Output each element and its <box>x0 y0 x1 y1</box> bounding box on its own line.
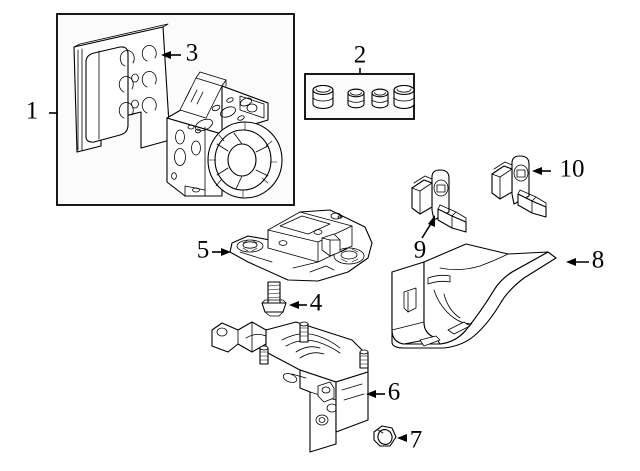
bracket-stud-2 <box>259 345 269 365</box>
callout-5-label: 5 <box>197 237 210 264</box>
callout-2-label: 2 <box>354 42 367 69</box>
callout-9-label: 9 <box>414 237 427 264</box>
main-mounting-bracket-part <box>211 321 369 453</box>
sensor-mount-bracket-left-part <box>411 169 467 233</box>
grommet-4 <box>393 84 415 110</box>
grommet-3 <box>371 88 389 109</box>
callout-7: 7 <box>397 427 422 454</box>
callout-6-label: 6 <box>388 379 401 406</box>
callout-4-label: 4 <box>310 290 323 317</box>
callout-3-label: 3 <box>186 40 199 67</box>
callout-10: 10 <box>532 156 585 183</box>
callout-5: 5 <box>197 237 231 264</box>
grommet-1 <box>312 84 334 110</box>
grommet-2 <box>347 88 365 109</box>
callout-2: 2 <box>354 42 367 74</box>
hex-nut-part <box>373 425 397 447</box>
callout-1: 1 <box>26 98 57 125</box>
callout-9: 9 <box>414 215 435 264</box>
callout-10-label: 10 <box>560 156 585 183</box>
bracket-stud-3 <box>359 349 369 369</box>
abs-control-module-part <box>73 23 171 153</box>
callout-8: 8 <box>566 247 604 274</box>
callout-8-label: 8 <box>592 247 605 274</box>
grommet-set-part <box>304 73 415 120</box>
mounting-plate-part <box>229 209 373 282</box>
callout-7-label: 7 <box>410 427 423 454</box>
flange-bolt-part <box>261 281 287 317</box>
callout-1-label: 1 <box>26 98 39 125</box>
sensor-mount-bracket-right-part <box>491 155 547 218</box>
callout-6: 6 <box>366 379 400 406</box>
heat-shield-cover-part <box>391 243 557 349</box>
bracket-stud-1 <box>299 321 309 343</box>
callout-4: 4 <box>289 290 323 317</box>
abs-hydraulic-modulator-part <box>166 71 283 199</box>
callout-3: 3 <box>161 40 198 67</box>
